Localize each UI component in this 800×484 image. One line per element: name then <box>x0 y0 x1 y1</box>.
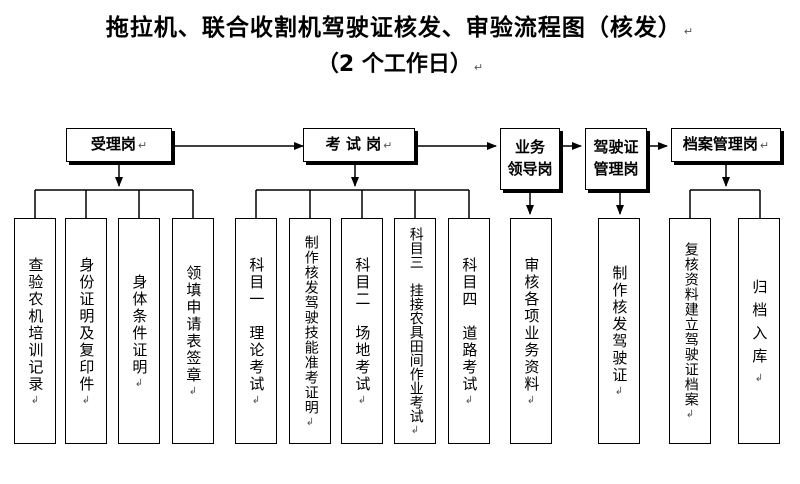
node-leader: 业务 领导岗 <box>500 128 560 190</box>
node-license: 驾驶证 管理岗 <box>585 128 647 190</box>
step-accept-2: 身份证明及复印件↲ <box>65 218 107 444</box>
step-archive-2: 归档入库↲ <box>738 218 780 444</box>
step-exam-2: 制作核发驾驶技能准考证明↲ <box>289 218 331 444</box>
node-accept: 受理岗↵ <box>66 128 172 162</box>
step-exam-3: 科目二 场地考试↲ <box>341 218 383 444</box>
step-accept-1: 查验农机培训记录↲ <box>14 218 56 444</box>
step-accept-3: 身体条件证明↲ <box>118 218 160 444</box>
diagram-title: 拖拉机、联合收割机驾驶证核发、审验流程图（核发）↵ <box>105 15 695 41</box>
step-exam-5: 科目四 道路考试↲ <box>448 218 490 444</box>
paragraph-mark: ↵ <box>683 25 695 38</box>
node-exam: 考 试 岗↵ <box>303 128 415 162</box>
paragraph-mark: ↵ <box>473 61 484 74</box>
step-accept-4: 领填申请表签章↲ <box>172 218 214 444</box>
step-exam-4: 科目三 挂接农具田间作业考试↲ <box>394 218 436 444</box>
step-license-1: 制作核发驾驶证↲ <box>598 218 640 444</box>
step-exam-1: 科目一 理论考试↲ <box>235 218 277 444</box>
step-leader-1: 审核各项业务资料↲ <box>510 218 552 444</box>
step-archive-1: 复核资料建立驾驶证档案↲ <box>669 218 711 444</box>
node-archive: 档案管理岗↵ <box>671 128 781 162</box>
diagram-subtitle: （2 个工作日）↵ <box>316 52 484 77</box>
